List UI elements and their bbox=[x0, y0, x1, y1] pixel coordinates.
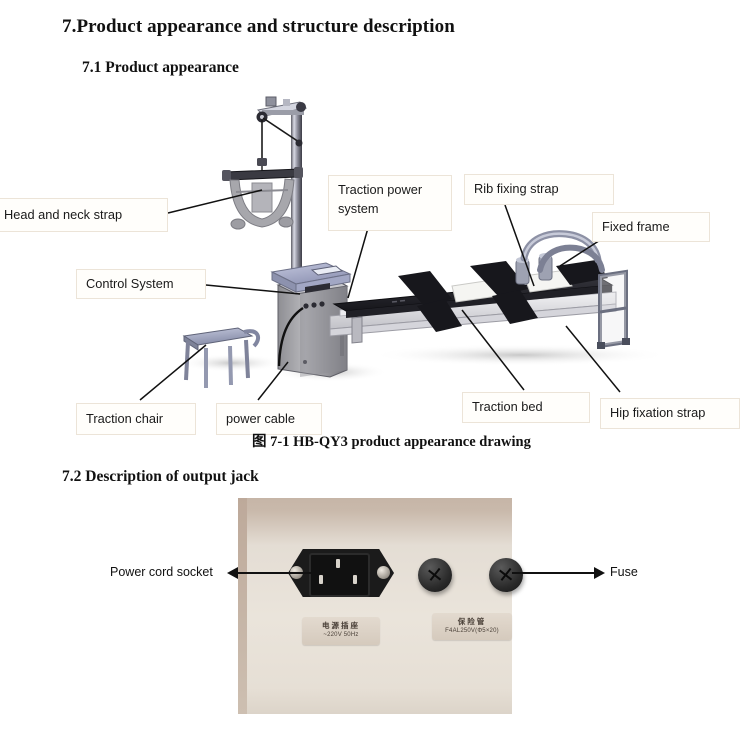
power-cord-socket-label: Power cord socket bbox=[110, 565, 213, 579]
plate-label-cn: 保险管 bbox=[457, 617, 487, 626]
callout-label: Fixed frame bbox=[602, 218, 670, 234]
fuse-plate: 保险管 F4AL250V(Φ5×20) bbox=[432, 613, 512, 640]
callout-head-and-neck-strap: Head and neck strap bbox=[0, 198, 168, 232]
callout-label: Head and neck strap bbox=[4, 206, 123, 222]
section-heading-output-jack: 7.2 Description of output jack bbox=[62, 468, 259, 485]
figure-caption: 图 7-1 HB-QY3 product appearance drawing bbox=[252, 434, 531, 450]
callout-rib-fixing-strap: Rib fixing strap bbox=[464, 174, 614, 205]
fuse-label: Fuse bbox=[610, 565, 638, 579]
callout-traction-power-system: Traction power system bbox=[328, 175, 452, 231]
section-heading-product-appearance: 7.1 Product appearance bbox=[82, 59, 239, 76]
power-cord-socket-arrow-line bbox=[238, 572, 328, 574]
plate-label-cn: 电源插座 bbox=[322, 621, 360, 630]
callout-label: Traction power bbox=[338, 182, 423, 197]
socket-pin-live bbox=[319, 575, 323, 584]
callout-label: Hip fixation strap bbox=[610, 405, 706, 421]
power-socket-plate: 电源插座 ~220V 50Hz bbox=[302, 617, 380, 645]
panel-edge-strip bbox=[238, 498, 247, 714]
callout-traction-chair: Traction chair bbox=[76, 403, 196, 435]
output-jack-photo bbox=[238, 498, 512, 714]
page-title: 7.Product appearance and structure descr… bbox=[62, 16, 455, 37]
power-cord-socket-arrow-head bbox=[227, 567, 238, 579]
plate-label-en: ~220V 50Hz bbox=[323, 632, 359, 638]
plate-label-en: F4AL250V(Φ5×20) bbox=[445, 628, 499, 634]
fuse-arrow-line bbox=[512, 572, 594, 574]
socket-screw-right bbox=[377, 566, 390, 579]
machine-illustration bbox=[139, 96, 670, 401]
callout-label: Rib fixing strap bbox=[474, 181, 559, 197]
fuse-arrow-head bbox=[594, 567, 605, 579]
callout-fixed-frame: Fixed frame bbox=[592, 212, 710, 242]
callout-label: Traction chair bbox=[86, 410, 164, 426]
callout-control-system: Control System bbox=[76, 269, 206, 299]
socket-pin-earth bbox=[336, 559, 340, 568]
callout-label: Traction bed bbox=[472, 399, 543, 415]
socket-pin-neutral bbox=[353, 575, 357, 584]
callout-traction-bed: Traction bed bbox=[462, 392, 590, 423]
callout-power-cable: power cable bbox=[216, 403, 322, 435]
callout-label-line2: system bbox=[338, 200, 379, 216]
product-appearance-drawing bbox=[0, 80, 750, 430]
callout-hip-fixation-strap: Hip fixation strap bbox=[600, 398, 740, 429]
callout-label: Control System bbox=[86, 275, 174, 291]
callout-label: power cable bbox=[226, 410, 296, 426]
